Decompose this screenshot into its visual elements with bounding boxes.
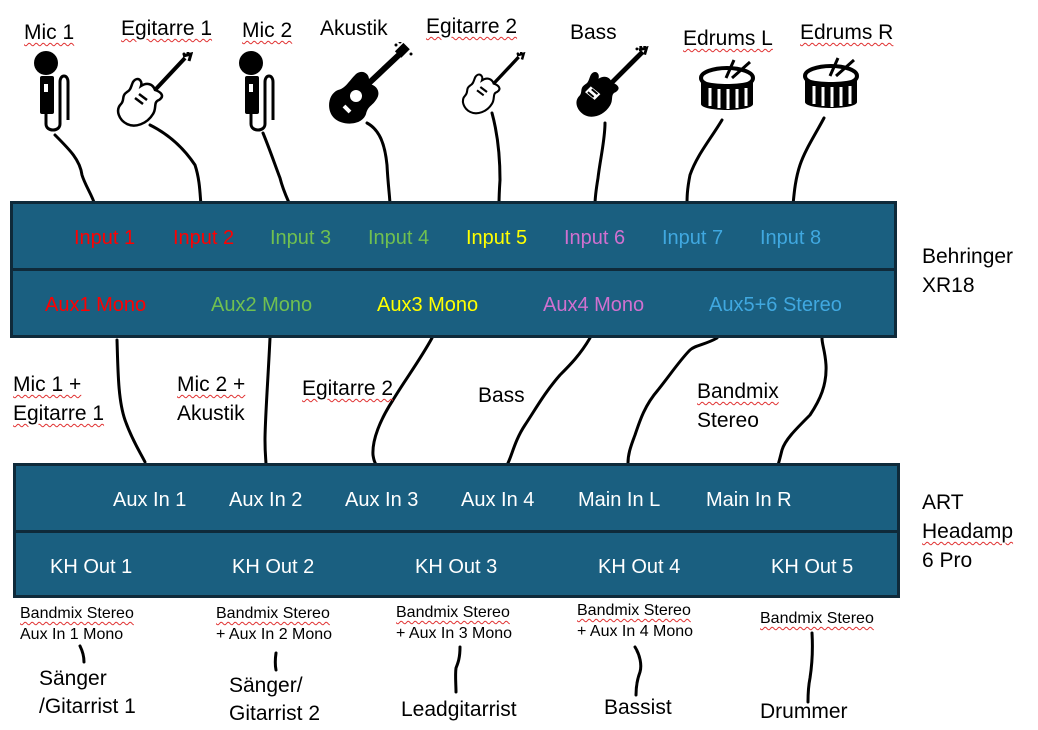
source-label-akustik: Akustik bbox=[320, 17, 388, 40]
cable-mic2 bbox=[261, 131, 292, 207]
headamp-name-line2: Headamp bbox=[922, 520, 1014, 543]
cable-egitarre1 bbox=[148, 123, 203, 207]
drum-icon bbox=[803, 57, 859, 108]
microphone-icon bbox=[34, 51, 70, 132]
mixer-aux-3: Aux3 Mono bbox=[377, 294, 479, 316]
headamp-kh-out-1: KH Out 1 bbox=[50, 556, 133, 578]
headamp-aux-in-2: Aux In 2 bbox=[229, 489, 303, 511]
headamp-name: ART Headamp 6 Pro bbox=[922, 488, 1013, 575]
microphone-icon bbox=[239, 51, 275, 132]
person-3: Leadgitarrist bbox=[401, 698, 517, 721]
cable-kh3 bbox=[454, 645, 462, 694]
mixer-aux-2: Aux2 Mono bbox=[211, 294, 313, 316]
person-4: Bassist bbox=[604, 696, 672, 719]
electric-guitar-icon bbox=[461, 52, 526, 115]
electric-guitar-icon bbox=[116, 52, 193, 127]
headamp-kh-out-3: KH Out 3 bbox=[415, 556, 498, 578]
connection-label-aux1: Mic 1 + Egitarre 1 bbox=[13, 373, 105, 425]
headamp-main-in-r: Main In R bbox=[706, 489, 792, 511]
cable-aux3 bbox=[371, 336, 434, 467]
headamp-box: Aux In 1 Aux In 2 Aux In 3 Aux In 4 Main… bbox=[13, 463, 900, 598]
mix-description-1: Bandmix Stereo Aux In 1 Mono bbox=[20, 605, 134, 643]
source-label-mic-2: Mic 2 bbox=[242, 19, 293, 42]
source-label-egitarre-2: Egitarre 2 bbox=[426, 15, 518, 38]
mix-description-5: Bandmix Stereo bbox=[760, 610, 874, 627]
headamp-aux-in-4: Aux In 4 bbox=[461, 489, 535, 511]
person-1: Sänger /Gitarrist 1 bbox=[39, 667, 136, 718]
headamp-aux-in-3: Aux In 3 bbox=[345, 489, 419, 511]
cable-akustik bbox=[365, 121, 392, 207]
cable-aux1 bbox=[115, 338, 147, 464]
connection-label-aux3: Egitarre 2 bbox=[302, 377, 394, 400]
source-label-edrums-r: Edrums R bbox=[800, 21, 894, 44]
source-label-edrums-l: Edrums L bbox=[683, 27, 773, 50]
mixer-input-6: Input 6 bbox=[564, 227, 626, 249]
source-label-mic-1: Mic 1 bbox=[24, 21, 75, 44]
cable-aux6 bbox=[776, 336, 828, 467]
headamp-name-line1: ART bbox=[922, 491, 964, 514]
mixer-name-line2: XR18 bbox=[922, 274, 975, 297]
mixer-aux-1: Aux1 Mono bbox=[45, 294, 147, 316]
mixer-input-2: Input 2 bbox=[173, 227, 235, 249]
mix-description-3: Bandmix Stereo + Aux In 3 Mono bbox=[396, 604, 513, 642]
mixer-input-5: Input 5 bbox=[466, 227, 528, 249]
bass-guitar-icon bbox=[576, 46, 649, 117]
mixer-input-4: Input 4 bbox=[368, 227, 430, 249]
source-label-egitarre-1: Egitarre 1 bbox=[121, 17, 213, 40]
headamp-divider bbox=[16, 530, 897, 533]
cable-aux4 bbox=[506, 336, 592, 465]
cable-kh1 bbox=[78, 644, 86, 664]
cable-egitarre2 bbox=[490, 111, 502, 207]
mix-description-2: Bandmix Stereo + Aux In 2 Mono bbox=[216, 605, 333, 643]
cable-kh2 bbox=[273, 651, 278, 672]
mixer-input-8: Input 8 bbox=[760, 227, 822, 249]
connection-label-aux4: Bass bbox=[478, 384, 525, 407]
acoustic-guitar-icon bbox=[329, 42, 413, 124]
cable-aux2 bbox=[263, 336, 272, 467]
headamp-kh-out-4: KH Out 4 bbox=[598, 556, 681, 578]
source-label-bass: Bass bbox=[570, 21, 617, 44]
cable-bass bbox=[593, 121, 607, 207]
connection-label-aux2: Mic 2 + Akustik bbox=[177, 373, 246, 425]
mixer-divider bbox=[13, 268, 894, 271]
cable-aux5 bbox=[626, 336, 719, 465]
cable-kh4 bbox=[633, 645, 643, 697]
mix-description-4: Bandmix Stereo + Aux In 4 Mono bbox=[577, 602, 694, 640]
mixer-name: Behringer XR18 bbox=[922, 242, 1013, 300]
headamp-kh-out-5: KH Out 5 bbox=[771, 556, 854, 578]
cable-edrums-r bbox=[791, 116, 826, 207]
mixer-input-7: Input 7 bbox=[662, 227, 724, 249]
mixer-aux-4: Aux4 Mono bbox=[543, 294, 645, 316]
connection-label-bandmix: Bandmix Stereo bbox=[697, 380, 779, 432]
cable-mic1 bbox=[53, 133, 97, 207]
headamp-aux-in-1: Aux In 1 bbox=[113, 489, 187, 511]
mixer-input-1: Input 1 bbox=[74, 227, 136, 249]
headamp-name-line3: 6 Pro bbox=[922, 549, 973, 572]
person-2: Sänger/ Gitarrist 2 bbox=[229, 674, 321, 725]
mixer-input-3: Input 3 bbox=[270, 227, 332, 249]
headamp-kh-out-2: KH Out 2 bbox=[232, 556, 315, 578]
cable-kh5 bbox=[806, 631, 814, 704]
mixer-box: Input 1 Input 2 Input 3 Input 4 Input 5 … bbox=[10, 201, 897, 338]
mixer-aux-5-6: Aux5+6 Stereo bbox=[709, 294, 842, 316]
headamp-main-in-l: Main In L bbox=[578, 489, 661, 511]
cable-edrums-l bbox=[685, 118, 724, 207]
person-5: Drummer bbox=[760, 700, 848, 723]
mixer-name-line1: Behringer bbox=[922, 245, 1014, 268]
drum-icon bbox=[699, 59, 755, 110]
